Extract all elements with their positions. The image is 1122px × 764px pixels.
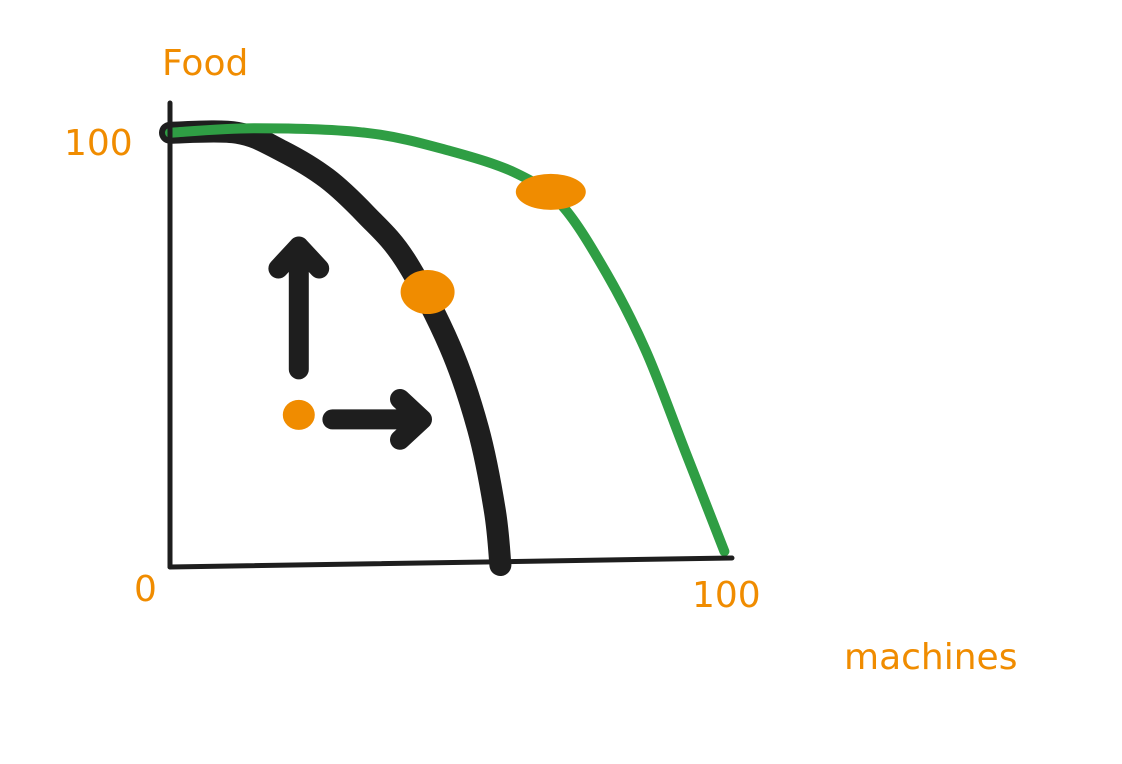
ppf-before-curve xyxy=(159,120,512,576)
axes-layer xyxy=(167,100,735,570)
right-arrow-icon xyxy=(322,389,432,450)
ppf-before-point xyxy=(400,270,455,314)
curves-layer xyxy=(159,120,730,576)
points-layer xyxy=(282,173,586,430)
ppf-after-point xyxy=(515,173,586,210)
inside-point xyxy=(282,399,315,430)
y-axis-label: Food xyxy=(162,43,249,84)
x-axis-line xyxy=(167,555,735,570)
up-arrow-icon xyxy=(268,236,330,380)
x-axis-label: machines xyxy=(844,637,1018,678)
arrows-layer xyxy=(268,236,432,450)
x-tick-label-100: 100 xyxy=(692,575,761,616)
x-tick-label-0: 0 xyxy=(134,569,157,610)
y-tick-label-100: 100 xyxy=(64,123,133,164)
